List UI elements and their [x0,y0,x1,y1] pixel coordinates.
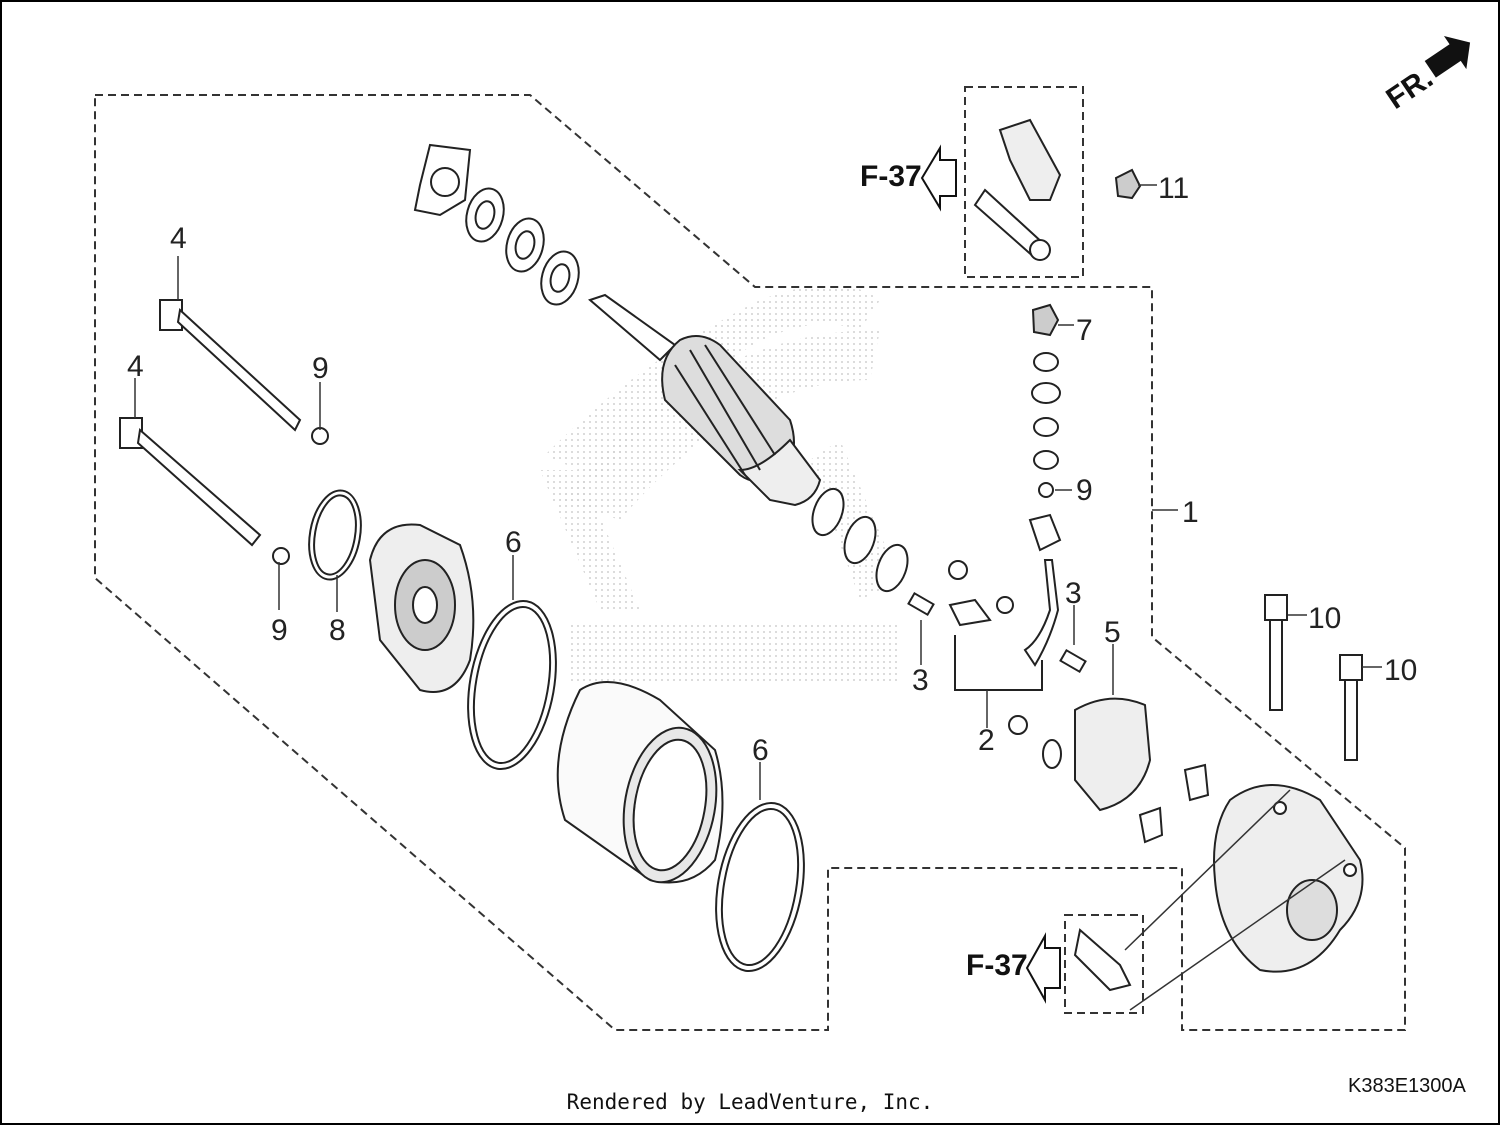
callout-number[interactable]: 9 [271,614,288,647]
reference-label: F-37 [966,949,1028,982]
lock-plate-hole [430,167,460,197]
front-arrow-icon [1424,35,1471,78]
o-ring-inner [313,494,357,576]
callout-number[interactable]: 7 [1076,314,1093,347]
washer [1033,352,1059,372]
washer [1031,382,1061,404]
small-washer [1038,482,1054,498]
callout-number[interactable]: 4 [170,222,187,255]
callout-number[interactable]: 6 [752,734,769,767]
o-ring-large-inner [472,605,552,765]
washer-hole [549,263,571,293]
yoke-housing [556,681,724,884]
assembly-boundary [94,86,1406,1031]
reference-f37-bottom[interactable]: F-37 [966,932,1061,1004]
callout-number[interactable]: 9 [312,352,329,385]
footer-credit: Rendered by LeadVenture, Inc. [566,1090,934,1114]
screw [1008,715,1028,735]
callout-number[interactable]: 5 [1104,616,1121,649]
callout-number[interactable]: 3 [1065,577,1082,610]
terminal-eye [1029,239,1051,261]
brush [907,591,935,617]
brush-holder [948,598,992,627]
reference-f37-top[interactable]: F-37 [860,144,957,212]
brush-holder-plate [1074,697,1152,812]
washer-hole [474,200,496,230]
nut [1031,303,1060,337]
reference-label: F-37 [860,160,922,193]
callout-number[interactable]: 9 [1076,474,1093,507]
reference-arrow-icon [1025,932,1061,1004]
terminal-cap [998,118,1062,201]
front-cover [368,523,475,693]
terminal-bolt [1023,559,1060,667]
callout-number[interactable]: 3 [912,664,929,697]
parts [119,118,1364,992]
callout-number[interactable]: 11 [1158,172,1189,205]
callout-number[interactable]: 4 [127,350,144,383]
drawing-code: K383E1300A [1348,1075,1467,1097]
callout-number[interactable]: 2 [978,724,995,757]
screw [948,560,968,580]
leader-lines [134,184,1382,1011]
washer [1033,450,1059,470]
washer [1033,417,1059,437]
small-washer [272,547,290,565]
washer [1042,739,1062,769]
washer-hole [514,230,536,260]
insulator [1028,513,1062,552]
brush [1059,648,1087,674]
washer [811,487,845,537]
ground-terminal [1073,928,1132,992]
mounting-bolt [1339,654,1363,761]
brush-set-bracket [954,635,1043,691]
callout-number[interactable]: 6 [505,526,522,559]
callout-number[interactable]: 10 [1308,602,1341,635]
callout-number[interactable]: 10 [1384,654,1417,687]
seal [1138,806,1164,844]
callouts: 1 2 3 3 4 4 5 6 6 7 8 9 9 9 10 10 11 [127,172,1417,767]
callout-number[interactable]: 8 [329,614,346,647]
o-ring-large [467,599,557,771]
screw [996,596,1014,614]
o-ring-large-inner [720,807,800,967]
washer [843,515,877,565]
through-bolt [119,417,262,547]
armature [588,293,822,507]
washer [875,543,909,593]
reference-arrow-icon [920,144,957,212]
seal [1183,763,1210,802]
o-ring-large [715,801,805,973]
mounting-bolt [1264,594,1288,711]
through-bolt [159,299,302,432]
callout-number[interactable]: 1 [1182,496,1199,529]
terminal-nut [1114,168,1142,200]
